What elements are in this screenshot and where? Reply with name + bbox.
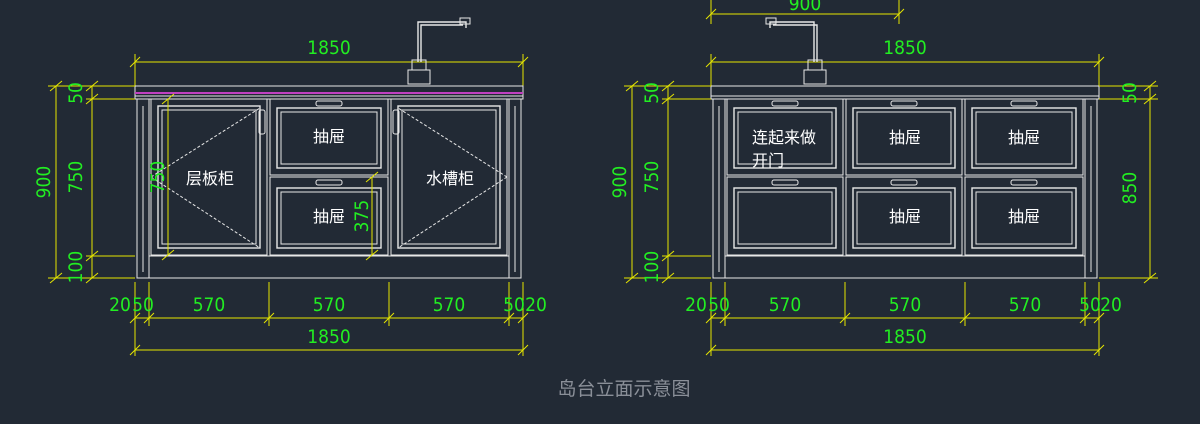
left-seg-1: 50 — [132, 294, 154, 316]
left-drawer-top: 抽屉 — [269, 98, 389, 176]
right-seg-3: 570 — [889, 294, 922, 316]
right-height-bottom-label: 100 — [641, 251, 663, 284]
right-seg-1: 50 — [708, 294, 730, 316]
combined-door-label-1: 连起来做 — [752, 128, 816, 147]
left-vertical-dims: 900 50 750 100 — [33, 80, 135, 284]
right-width-bottom-label: 1850 — [883, 326, 927, 348]
shelf-cabinet-label: 层板柜 — [186, 169, 234, 188]
left-top-dimension: 1850 — [129, 37, 529, 88]
left-faucet — [407, 17, 471, 85]
right-drawer-3: 抽屉 — [964, 98, 1084, 176]
right-drawer-1: 抽屉 — [845, 98, 963, 176]
left-sink-cabinet-door: 水槽柜 — [390, 98, 508, 256]
left-seg-5: 50 — [503, 294, 525, 316]
drawing-caption: 岛台立面示意图 — [557, 378, 690, 400]
left-height-mid-label: 750 — [65, 161, 87, 194]
right-faucet — [765, 17, 827, 85]
right-countertop — [710, 85, 1100, 100]
left-height-top-label: 50 — [65, 82, 87, 104]
left-seg-6: 20 — [525, 294, 547, 316]
right-drawer-1-label: 抽屉 — [889, 128, 921, 147]
drawer-height-label: 375 — [351, 200, 373, 233]
right-height-top-label: 50 — [641, 82, 663, 104]
left-seg-4: 570 — [433, 294, 466, 316]
left-width-top-label: 1850 — [307, 37, 351, 59]
right-top-partial-label: 900 — [789, 0, 822, 15]
door-height-label: 750 — [147, 161, 169, 194]
right-height-mid-label: 750 — [641, 161, 663, 194]
right-left-vertical-dims: 900 50 750 100 — [609, 80, 711, 284]
right-drawer-3-label: 抽屉 — [1008, 128, 1040, 147]
right-seg-6: 20 — [1100, 294, 1122, 316]
right-top-dimension: 1850 — [705, 37, 1105, 88]
right-cabinet-body — [712, 98, 1098, 279]
right-drawer-4-label: 抽屉 — [1008, 207, 1040, 226]
right-height-right-label: 850 — [1119, 172, 1141, 205]
right-seg-2: 570 — [769, 294, 802, 316]
right-elevation: 900 1850 — [609, 0, 1158, 356]
drawer-bottom-label: 抽屉 — [313, 207, 345, 226]
left-countertop — [134, 85, 524, 100]
left-inner-dims: 750 375 — [147, 93, 379, 261]
drawer-top-label: 抽屉 — [313, 127, 345, 146]
sink-cabinet-label: 水槽柜 — [426, 169, 474, 188]
right-height-right-top-label: 50 — [1119, 82, 1141, 104]
right-seg-4: 570 — [1009, 294, 1042, 316]
right-right-vertical-dims: 50 850 — [1099, 80, 1158, 284]
right-top-partial-dimension: 900 — [705, 0, 905, 24]
left-seg-3: 570 — [313, 294, 346, 316]
left-height-total-label: 900 — [33, 166, 55, 199]
left-elevation: 1850 — [33, 17, 547, 356]
combined-door-label-2: 开门 — [752, 151, 784, 170]
left-width-bottom-label: 1850 — [307, 326, 351, 348]
right-seg-0: 20 — [685, 294, 707, 316]
right-drawer-2-label: 抽屉 — [889, 207, 921, 226]
right-seg-5: 50 — [1079, 294, 1101, 316]
left-drawer-bottom: 抽屉 — [269, 176, 389, 256]
left-shelf-cabinet-door: 层板柜 — [150, 98, 268, 256]
right-combined-door: 连起来做 开门 — [726, 98, 844, 256]
right-height-total-label: 900 — [609, 166, 631, 199]
right-bottom-segments: 20 50 570 570 570 50 20 1850 — [685, 282, 1122, 356]
left-height-bottom-label: 100 — [65, 251, 87, 284]
left-seg-2: 570 — [193, 294, 226, 316]
right-drawer-2: 抽屉 — [845, 176, 963, 256]
left-bottom-segments: 20 50 570 570 570 50 20 1850 — [109, 282, 547, 356]
right-width-top-label: 1850 — [883, 37, 927, 59]
right-drawer-4: 抽屉 — [964, 176, 1084, 256]
left-seg-0: 20 — [109, 294, 131, 316]
left-cabinet-body — [136, 98, 522, 279]
